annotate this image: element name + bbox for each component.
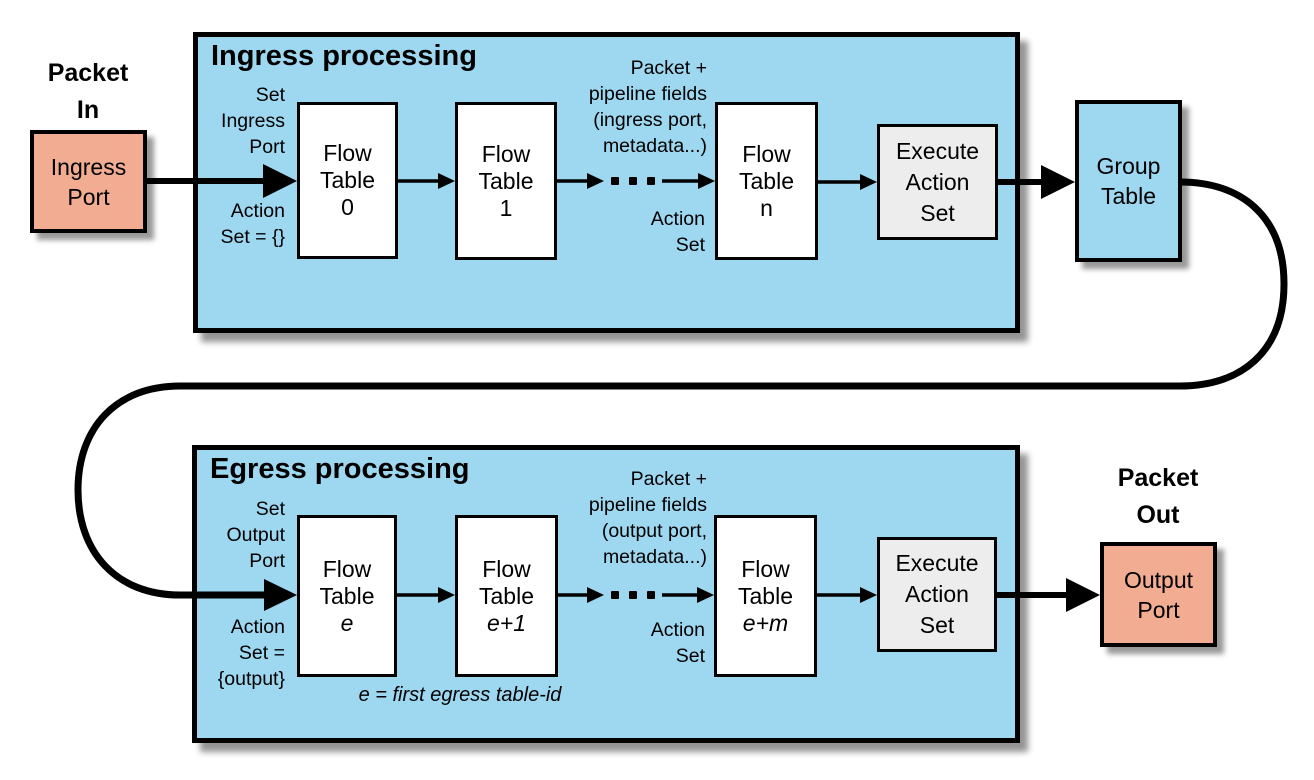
ingress-execute-action-set-box: Execute Action Set bbox=[877, 124, 998, 240]
output-port-line1: Output bbox=[1123, 566, 1194, 593]
set-output-port-label: Set Output Port bbox=[226, 498, 285, 572]
output-port-line2: Port bbox=[1137, 596, 1180, 623]
set-ingress-port-label: Set Ingress Port bbox=[221, 84, 285, 158]
packet-out-label: Packet Out bbox=[1098, 460, 1218, 534]
ingress-action-set-label: Action Set bbox=[650, 208, 705, 256]
egress-processing-title: Egress processing bbox=[210, 453, 470, 485]
ingress-port-line2: Port bbox=[67, 183, 110, 210]
flow-table-e-box: Flow Table e bbox=[297, 515, 397, 677]
packet-in-label: Packet In bbox=[28, 55, 148, 129]
egress-table-id-note: e = first egress table-id bbox=[358, 684, 562, 706]
egress-execute-action-set-box: Execute Action Set bbox=[877, 537, 997, 652]
egress-action-set-init-label: Action Set = {output} bbox=[217, 616, 285, 690]
arrowhead-execute-grouptable bbox=[1041, 165, 1075, 199]
egress-packet-fields-label: Packet + pipeline fields (output port, m… bbox=[588, 468, 707, 568]
packet-out-line2: Out bbox=[1136, 501, 1180, 529]
arrowhead-execute-outputport bbox=[1066, 578, 1100, 612]
group-table-box: Group Table bbox=[1075, 100, 1182, 262]
egress-action-set-label: Action Set bbox=[650, 619, 705, 667]
ingress-packet-fields-label: Packet + pipeline fields (ingress port, … bbox=[588, 57, 707, 157]
ingress-port-box: Ingress Port bbox=[30, 130, 147, 233]
ingress-action-set-init-label: Action Set = {} bbox=[220, 200, 285, 248]
flow-table-n-box: Flow Table n bbox=[715, 102, 818, 260]
packet-in-line2: In bbox=[76, 96, 100, 124]
flow-table-0-box: Flow Table 0 bbox=[297, 102, 398, 259]
ingress-port-line1: Ingress bbox=[50, 153, 127, 180]
packet-in-line1: Packet bbox=[47, 59, 129, 87]
output-port-box: Output Port bbox=[1100, 542, 1217, 647]
flow-table-em-box: Flow Table e+m bbox=[714, 515, 817, 677]
packet-out-line1: Packet bbox=[1117, 464, 1199, 492]
ingress-processing-title: Ingress processing bbox=[211, 40, 477, 72]
